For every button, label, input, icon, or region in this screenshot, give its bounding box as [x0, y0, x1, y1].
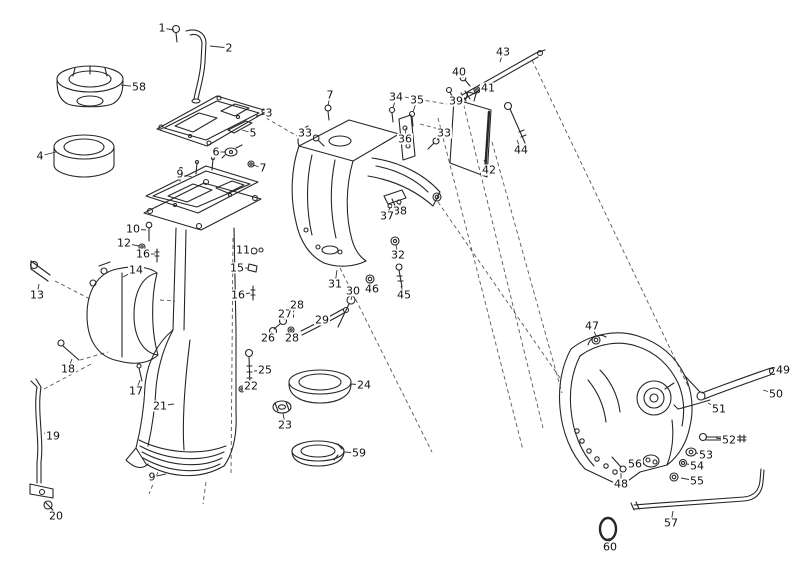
part-driveshaft-housing-21 — [126, 228, 236, 476]
part-clevis-13 — [31, 261, 51, 281]
part-rod-51 — [674, 400, 710, 409]
part-washer-22 — [239, 386, 245, 392]
part-bolt-25 — [246, 350, 253, 387]
part-ring-24 — [289, 370, 351, 403]
part-nut-47 — [592, 336, 600, 344]
part-cam-56 — [638, 455, 659, 467]
part-stud-16b — [251, 286, 255, 300]
part-nut-55 — [670, 473, 678, 481]
part-screw-39 — [447, 88, 455, 101]
part-mount-ring-58 — [57, 66, 123, 107]
part-washer-7 — [248, 161, 254, 167]
part-clip-15 — [248, 264, 257, 272]
part-fitting-6 — [222, 145, 242, 158]
part-midsection-housing-31 — [292, 120, 441, 266]
part-bolt-33b — [428, 138, 439, 149]
construction-lines — [44, 60, 688, 504]
part-tube-2 — [186, 30, 206, 103]
part-bolt-10 — [146, 222, 152, 241]
part-bracket-37-38 — [384, 190, 406, 208]
part-washer-46 — [366, 275, 374, 283]
part-adapter-plate-9 — [144, 157, 261, 231]
part-stud-16a — [155, 249, 159, 262]
part-screw-20 — [44, 501, 56, 514]
part-bolt-30 — [338, 296, 355, 327]
part-rod-57 — [631, 469, 764, 510]
part-washer-12 — [139, 244, 145, 250]
part-plate-5 — [228, 121, 252, 133]
part-mount-cup-4 — [54, 135, 114, 177]
part-tilt-lever-49-50 — [697, 368, 777, 401]
part-bolt-44 — [505, 103, 527, 144]
part-bolt-48 — [612, 457, 626, 472]
part-bolt-1 — [173, 26, 180, 43]
part-nut-32 — [391, 237, 399, 245]
part-bolt-7b — [325, 105, 331, 120]
part-washer-53 — [686, 448, 696, 456]
part-washer-28b — [288, 327, 294, 333]
part-clamp-14 — [87, 262, 158, 363]
part-swivel-bracket — [559, 333, 700, 486]
part-stud-17 — [137, 364, 142, 381]
part-tube-29 — [301, 308, 349, 336]
part-washer-54 — [680, 460, 687, 467]
part-bolt-52 — [700, 434, 747, 443]
part-nut-26 — [270, 328, 277, 335]
part-link-rod-19 — [30, 379, 53, 498]
part-grommet-23 — [273, 401, 291, 413]
part-gasket-3 — [157, 96, 267, 146]
part-screw-34 — [390, 108, 395, 123]
part-bolt-40 — [460, 75, 470, 86]
part-bolt-33a — [313, 135, 324, 146]
part-washers-11 — [251, 248, 263, 254]
part-bolt-18 — [58, 340, 79, 360]
part-tilt-tube-43 — [461, 50, 545, 101]
part-oring-60 — [600, 518, 616, 540]
part-split-ring-59 — [292, 441, 344, 466]
part-bolt-45 — [396, 264, 403, 287]
part-screw-35 — [410, 112, 415, 127]
